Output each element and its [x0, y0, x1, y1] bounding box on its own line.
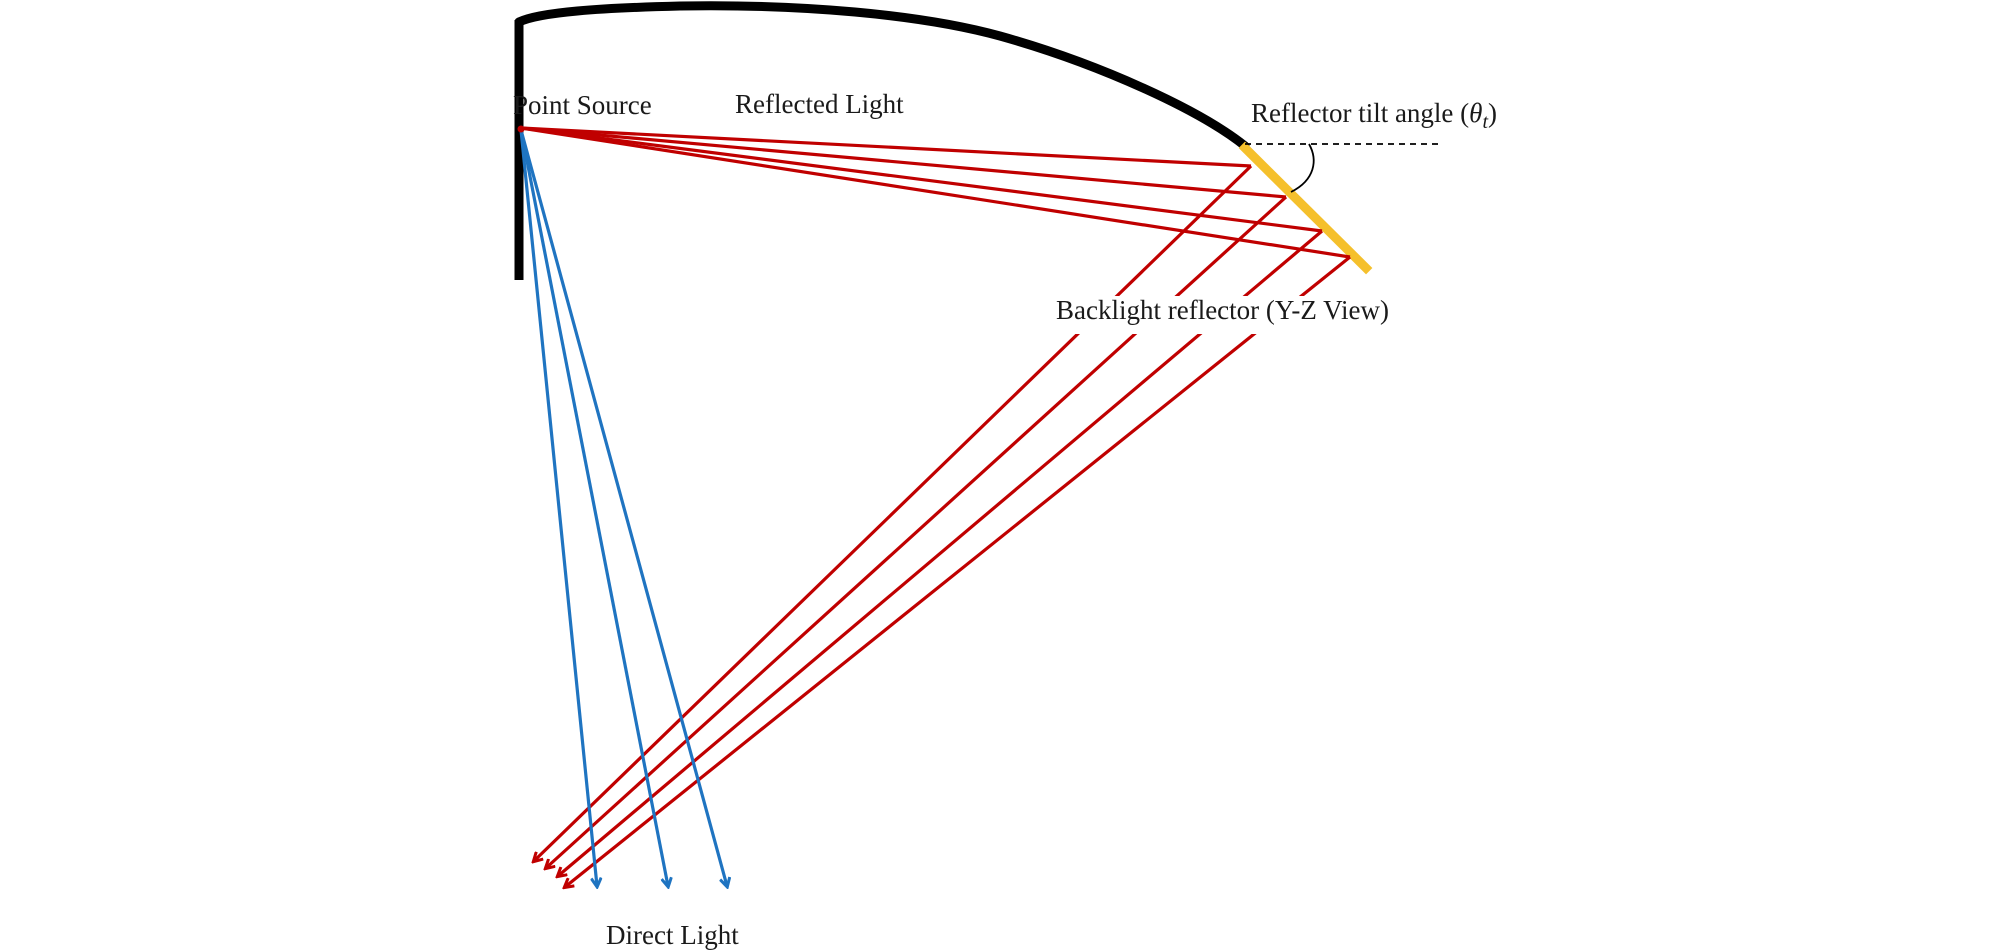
- tilt-angle-subscript: t: [1482, 111, 1488, 133]
- direct-ray: [519, 129, 668, 886]
- reflected-ray: [534, 164, 1253, 861]
- direct-ray: [519, 129, 727, 886]
- direct-ray: [519, 129, 597, 886]
- incident-ray: [520, 126, 1287, 199]
- tilt-angle-label: Reflector tilt angle (θt): [1251, 98, 1497, 133]
- incident-ray: [520, 126, 1252, 168]
- incident-ray: [520, 126, 1323, 233]
- incident-rays: [520, 126, 1351, 259]
- reflected-rays: [534, 164, 1352, 887]
- backlight-reflector: [1238, 141, 1373, 275]
- direct-rays: [519, 129, 727, 886]
- label-backdrop: [1058, 296, 1410, 334]
- tilt-angle-suffix: ): [1488, 98, 1497, 128]
- direct-light-label: Direct Light: [606, 920, 739, 950]
- backlight-reflector-label: Backlight reflector (Y-Z View): [1056, 295, 1389, 325]
- point-source-dot: [517, 125, 525, 133]
- point-source-label: Point Source: [513, 90, 652, 120]
- reflected-ray: [565, 255, 1352, 887]
- lamp-housing-top-curve: [514, 1, 1250, 151]
- tilt-angle-symbol: θ: [1469, 98, 1482, 128]
- tilt-angle-arc: [1290, 143, 1315, 193]
- tilt-angle-prefix: Reflector tilt angle (: [1251, 98, 1469, 128]
- reflected-ray: [558, 229, 1324, 876]
- incident-ray: [520, 126, 1351, 259]
- reflected-light-label: Reflected Light: [735, 89, 904, 119]
